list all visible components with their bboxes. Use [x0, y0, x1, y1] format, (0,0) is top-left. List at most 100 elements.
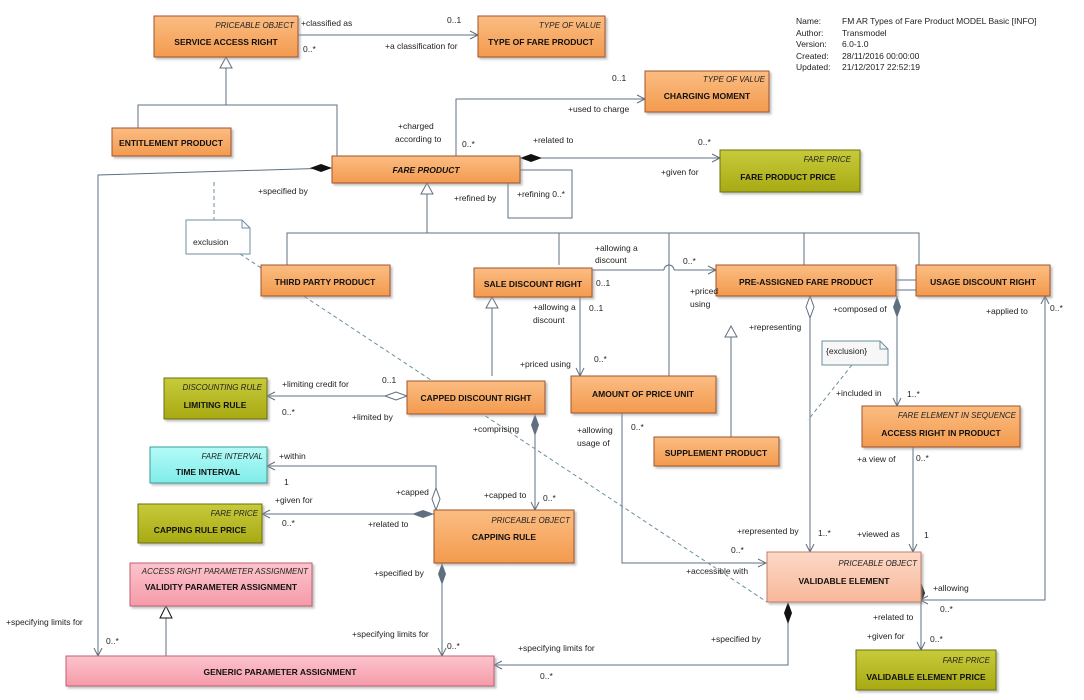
role-label: +priced using: [520, 359, 571, 369]
multiplicity-label: 0..*: [1050, 303, 1063, 313]
class-fare-product-price[interactable]: FARE PRICE FARE PRODUCT PRICE: [719, 149, 861, 193]
multiplicity-label: 0..1: [596, 278, 610, 288]
class-name: FARE PRODUCT: [392, 165, 460, 175]
role-label: +related to: [368, 519, 409, 529]
class-validity-parameter-assignment[interactable]: ACCESS RIGHT PARAMETER ASSIGNMENT VALIDI…: [129, 562, 313, 607]
role-label: +applied to: [986, 306, 1028, 316]
class-capping-rule[interactable]: PRICEABLE OBJECT CAPPING RULE: [433, 509, 575, 564]
class-name: SUPPLEMENT PRODUCT: [665, 448, 768, 458]
multiplicity-label: 0..*: [631, 422, 644, 432]
info-row-created: Created:28/11/2016 00:00:00: [796, 50, 920, 61]
class-type-of-fare-product[interactable]: TYPE OF VALUE TYPE OF FARE PRODUCT: [477, 15, 606, 58]
role-label: +limited by: [352, 412, 394, 422]
class-access-right-in-product[interactable]: FARE ELEMENT IN SEQUENCE ACCESS RIGHT IN…: [861, 405, 1021, 448]
multiplicity-label: 1: [284, 477, 289, 487]
class-fare-product[interactable]: FARE PRODUCT: [331, 155, 521, 184]
role-label: +within: [279, 451, 306, 461]
multiplicity-label: 0..*: [940, 604, 953, 614]
class-name: PRE-ASSIGNED FARE PRODUCT: [739, 277, 874, 287]
class-name: ACCESS RIGHT IN PRODUCT: [881, 428, 1001, 438]
multiplicity-label: 0..*: [462, 139, 475, 149]
class-name: VALIDITY PARAMETER ASSIGNMENT: [145, 582, 298, 592]
multiplicity-label: 0..*: [282, 518, 295, 528]
class-generic-parameter-assignment[interactable]: GENERIC PARAMETER ASSIGNMENT: [65, 655, 495, 687]
class-name: FARE PRODUCT PRICE: [740, 172, 836, 182]
class-entitlement-product[interactable]: ENTITLEMENT PRODUCT: [111, 127, 232, 157]
class-sale-discount-right[interactable]: SALE DISCOUNT RIGHT: [473, 267, 593, 298]
class-name: CAPPED DISCOUNT RIGHT: [421, 393, 533, 403]
class-amount-of-price-unit[interactable]: AMOUNT OF PRICE UNIT: [570, 375, 717, 414]
role-label: discount: [595, 255, 627, 265]
class-stereotype: FARE PRICE: [804, 155, 852, 164]
role-label: +limiting credit for: [282, 379, 349, 389]
multiplicity-label: 0..*: [594, 354, 607, 364]
class-usage-discount-right[interactable]: USAGE DISCOUNT RIGHT: [915, 264, 1051, 297]
class-capped-discount-right[interactable]: CAPPED DISCOUNT RIGHT: [406, 380, 546, 415]
role-label: +composed of: [833, 304, 887, 314]
class-validable-element-price[interactable]: FARE PRICE VALIDABLE ELEMENT PRICE: [855, 649, 997, 691]
class-name: TYPE OF FARE PRODUCT: [488, 37, 595, 47]
role-label: discount: [533, 315, 565, 325]
class-stereotype: TYPE OF VALUE: [703, 75, 766, 84]
role-label: +viewed as: [857, 529, 900, 539]
role-label: +a classification for: [385, 41, 458, 51]
class-charging-moment[interactable]: TYPE OF VALUE CHARGING MOMENT: [644, 70, 770, 113]
note-text: exclusion: [193, 237, 229, 247]
class-stereotype: PRICEABLE OBJECT: [838, 559, 918, 568]
role-label: +specified by: [374, 568, 425, 578]
class-name: CHARGING MOMENT: [664, 91, 751, 101]
class-capping-rule-price[interactable]: FARE PRICE CAPPING RULE PRICE: [137, 503, 263, 544]
role-label: +representing: [749, 322, 801, 332]
info-row-author: Author:Transmodel: [796, 27, 887, 38]
role-label: +accessible with: [686, 566, 748, 576]
class-name: LIMITING RULE: [184, 400, 247, 410]
multiplicity-label: 0..*: [731, 545, 744, 555]
class-supplement-product[interactable]: SUPPLEMENT PRODUCT: [653, 436, 780, 467]
multiplicity-label: 0..1: [589, 303, 603, 313]
multiplicity-label: 0..*: [698, 137, 711, 147]
class-stereotype: FARE PRICE: [943, 656, 991, 665]
role-label: according to: [395, 134, 442, 144]
role-label: +charged: [398, 121, 434, 131]
class-name: SERVICE ACCESS RIGHT: [174, 37, 278, 47]
class-third-party-product[interactable]: THIRD PARTY PRODUCT: [260, 264, 391, 297]
class-name: USAGE DISCOUNT RIGHT: [930, 277, 1037, 287]
class-name: VALIDABLE ELEMENT PRICE: [866, 672, 986, 682]
multiplicity-label: 0..*: [683, 256, 696, 266]
note-exclusion[interactable]: exclusion: [185, 219, 251, 255]
class-name: VALIDABLE ELEMENT: [799, 576, 891, 586]
class-name: CAPPING RULE: [472, 532, 537, 542]
multiplicity-label: 0..*: [540, 671, 553, 681]
class-pre-assigned-fare-product[interactable]: PRE-ASSIGNED FARE PRODUCT: [715, 264, 897, 297]
role-label: usage of: [577, 438, 610, 448]
role-label: +represented by: [737, 526, 799, 536]
note-exclusion-braces[interactable]: {exclusion}: [821, 340, 889, 366]
class-stereotype: FARE INTERVAL: [202, 452, 264, 461]
role-label: +allowing: [933, 583, 969, 593]
role-label: +specifying limits for: [6, 617, 83, 627]
info-row-name: Name:FM AR Types of Fare Product MODEL B…: [796, 16, 1037, 26]
class-time-interval[interactable]: FARE INTERVAL TIME INTERVAL: [149, 446, 268, 484]
role-label: +comprising: [473, 424, 519, 434]
note-text: {exclusion}: [826, 346, 867, 356]
class-name: SALE DISCOUNT RIGHT: [484, 279, 583, 289]
multiplicity-label: 1: [924, 530, 929, 540]
multiplicity-label: 0..*: [303, 44, 316, 54]
role-label: +allowing a: [595, 243, 638, 253]
class-stereotype: FARE PRICE: [211, 509, 259, 518]
role-label: +refining 0..*: [517, 189, 566, 199]
class-name: AMOUNT OF PRICE UNIT: [592, 389, 695, 399]
multiplicity-label: 0..*: [543, 493, 556, 503]
class-name: ENTITLEMENT PRODUCT: [119, 138, 224, 148]
class-validable-element[interactable]: PRICEABLE OBJECT VALIDABLE ELEMENT: [766, 551, 922, 603]
class-service-access-right[interactable]: PRICEABLE OBJECT SERVICE ACCESS RIGHT: [153, 15, 299, 58]
multiplicity-label: 0..1: [382, 375, 396, 385]
multiplicity-label: 0..*: [447, 641, 460, 651]
multiplicity-label: 1..*: [818, 528, 831, 538]
role-label: +classified as: [301, 18, 352, 28]
multiplicity-label: 1..*: [907, 389, 920, 399]
class-limiting-rule[interactable]: DISCOUNTING RULE LIMITING RULE: [163, 377, 268, 420]
role-label: +used to charge: [568, 104, 629, 114]
role-label: +given for: [867, 631, 905, 641]
